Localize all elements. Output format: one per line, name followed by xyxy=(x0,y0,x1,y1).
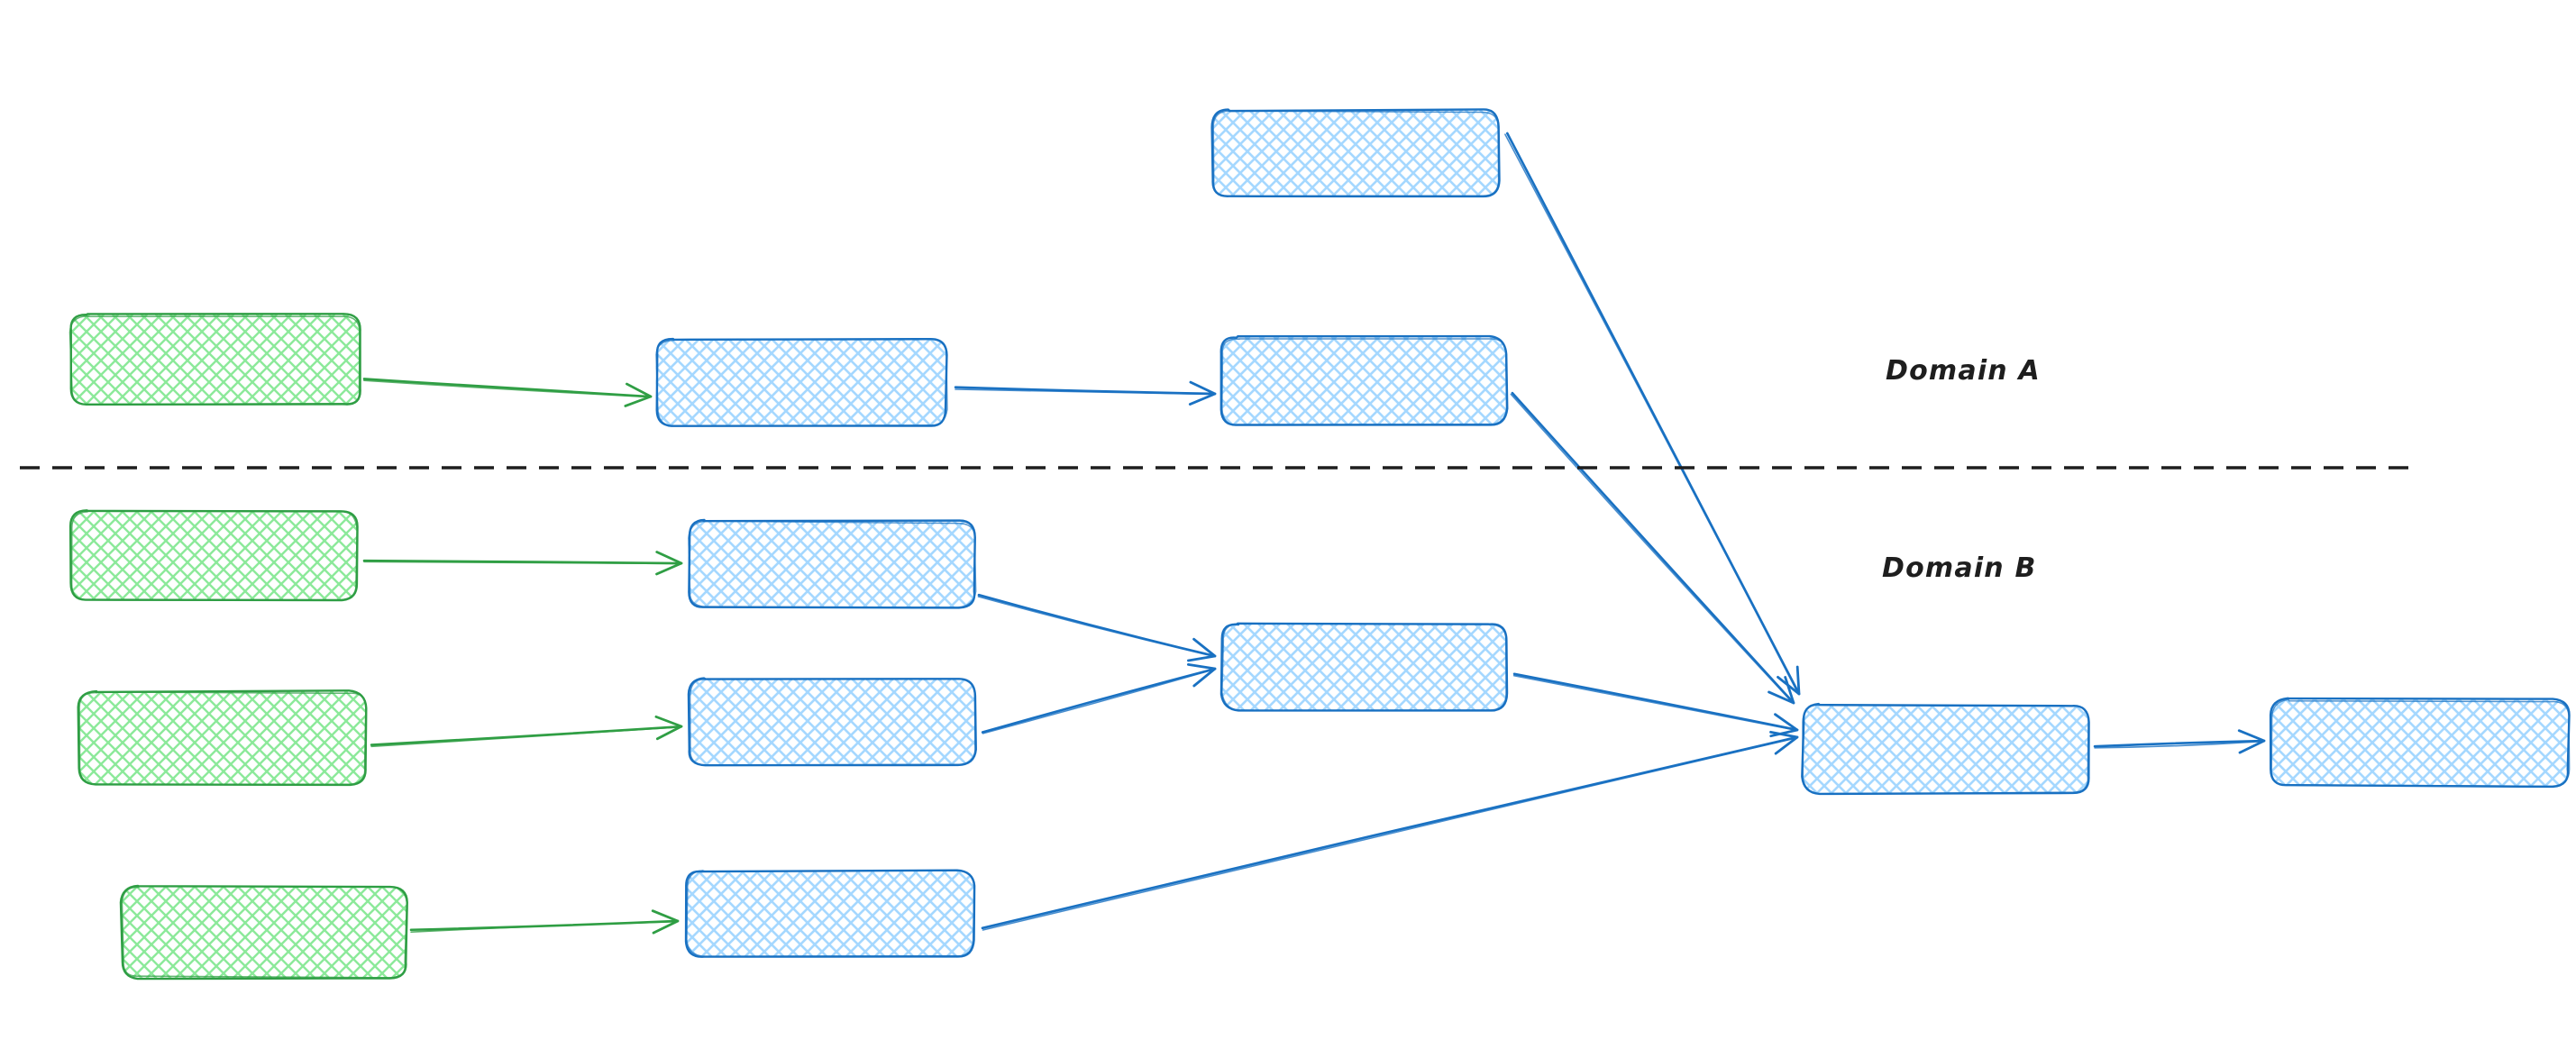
edge-e8 xyxy=(977,593,1217,662)
node-b-join-2[interactable] xyxy=(1801,702,2090,796)
edges-layer xyxy=(362,132,2266,935)
node-a-top-1[interactable] xyxy=(1210,108,1501,198)
nodes-layer xyxy=(69,108,2571,981)
node-b-src-3[interactable] xyxy=(119,884,408,981)
node-a-mid-1[interactable] xyxy=(655,337,948,427)
node-a-out-1[interactable] xyxy=(1219,334,1509,426)
node-b-join-1[interactable] xyxy=(1219,622,1509,712)
edge-e6 xyxy=(370,715,683,748)
domain-b-label: Domain B xyxy=(1882,552,2037,584)
edge-e4 xyxy=(1510,391,1795,705)
edge-e10 xyxy=(1512,672,1799,738)
node-b-src-2[interactable] xyxy=(77,689,368,787)
node-b-src-1[interactable] xyxy=(69,509,359,602)
edge-e5 xyxy=(362,551,683,576)
edge-e9 xyxy=(981,662,1217,734)
edge-e2 xyxy=(954,380,1217,406)
domain-a-label: Domain A xyxy=(1886,355,2041,387)
edge-e11 xyxy=(981,730,1799,931)
node-b-mid-1[interactable] xyxy=(688,518,977,609)
edge-e12 xyxy=(2093,729,2266,754)
node-b-mid-3[interactable] xyxy=(684,869,976,958)
node-b-out-1[interactable] xyxy=(2269,697,2571,789)
edge-e1 xyxy=(362,378,653,407)
edge-e7 xyxy=(409,909,680,935)
node-a-src-1[interactable] xyxy=(69,313,361,406)
node-b-mid-2[interactable] xyxy=(687,677,977,767)
edge-e3 xyxy=(1504,132,1801,696)
